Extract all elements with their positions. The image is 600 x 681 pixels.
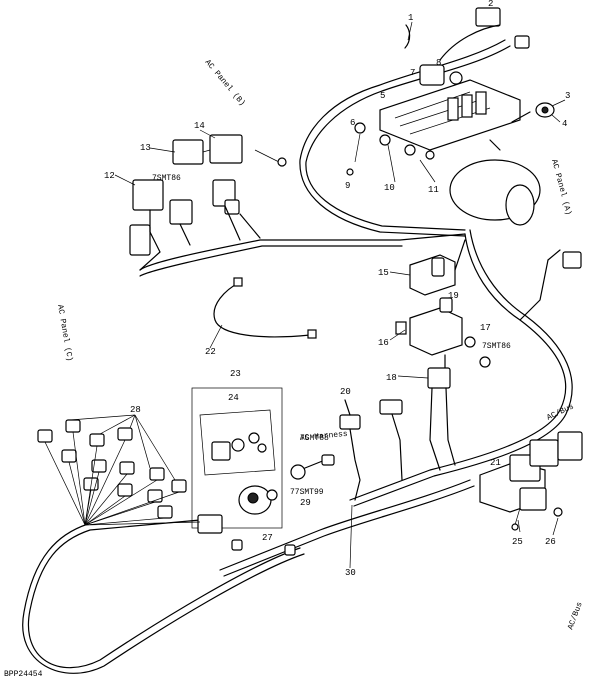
callout-25: 25 xyxy=(512,537,523,547)
callout-11: 11 xyxy=(428,185,439,195)
callout-17: 17 xyxy=(480,323,491,333)
callout-29: 29 xyxy=(300,498,311,508)
ignition-and-connectors xyxy=(290,399,403,501)
callout-20: 20 xyxy=(340,387,351,397)
upper-left-relay-panel xyxy=(129,134,287,256)
callout-15: 15 xyxy=(378,268,389,278)
rotated-label-5: AC Harness xyxy=(299,430,348,443)
part-reference-codes: 77SMT99 7SMT86 7SMT86 7SMT88 xyxy=(152,174,511,497)
rotated-label-4: AC/Bus xyxy=(545,402,575,422)
part-ref-3: 7SMT86 xyxy=(152,174,181,183)
callout-6: 6 xyxy=(350,118,355,128)
figure-code: BPP24454 xyxy=(4,670,43,679)
callout-26: 26 xyxy=(545,537,556,547)
callout-10: 10 xyxy=(384,183,395,193)
callout-3: 3 xyxy=(565,91,570,101)
part-ref-1: 77SMT99 xyxy=(290,488,324,497)
callout-21: 21 xyxy=(490,458,501,468)
callout-16: 16 xyxy=(378,338,389,348)
callout-12: 12 xyxy=(104,171,115,181)
callout-28: 28 xyxy=(130,405,141,415)
callout-2: 2 xyxy=(488,0,493,9)
callout-1: 1 xyxy=(408,13,413,23)
lower-left-connector-fan xyxy=(37,414,296,556)
part-ref-2: 7SMT86 xyxy=(482,342,511,351)
callout-23: 23 xyxy=(230,369,241,379)
callout-13: 13 xyxy=(140,143,151,153)
callout-30: 30 xyxy=(345,568,356,578)
callout-27: 27 xyxy=(262,533,273,543)
callout-14: 14 xyxy=(194,121,205,131)
part-ref-4: 7SMT88 xyxy=(300,434,329,443)
callout-8: 8 xyxy=(436,58,441,68)
main-harness xyxy=(22,39,573,674)
center-components xyxy=(213,239,491,471)
callout-22: 22 xyxy=(205,347,216,357)
rotated-label-6: AC/Bus xyxy=(566,601,584,631)
callout-18: 18 xyxy=(386,373,397,383)
callout-9: 9 xyxy=(345,181,350,191)
callout-24: 24 xyxy=(228,393,239,403)
top-relay-cluster xyxy=(346,7,555,226)
right-lower-relay-block xyxy=(479,251,583,531)
rotated-label-3: AC Panel (C) xyxy=(55,304,74,362)
callout-4: 4 xyxy=(562,119,567,129)
callout-19: 19 xyxy=(448,291,459,301)
callout-5: 5 xyxy=(380,91,385,101)
switch-panel-box xyxy=(191,387,283,529)
rotated-label-1: AC Panel (B) xyxy=(203,58,247,108)
leader-lines xyxy=(114,21,566,569)
callout-numbers: 1 2 3 4 5 6 7 8 9 10 11 12 13 14 15 16 1… xyxy=(104,0,570,578)
callout-7: 7 xyxy=(410,68,415,78)
rotated-label-2: AC Panel (A) xyxy=(549,158,573,216)
